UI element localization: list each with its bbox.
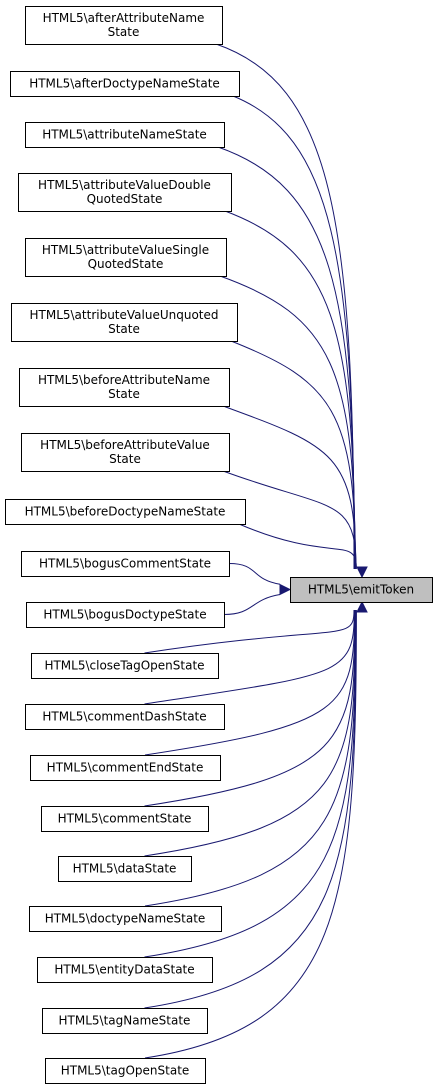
edge-attributeValueUnquotedState-to-emitToken: [230, 340, 356, 570]
node-dataState[interactable]: HTML5\dataState: [58, 856, 192, 882]
node-bogusDoctypeState[interactable]: HTML5\bogusDoctypeState: [26, 602, 225, 628]
node-caller__9-label-line-1: HTML5\bogusCommentState: [39, 557, 211, 571]
edge-beforeAttributeNameState-to-emitToken: [222, 405, 357, 570]
node-entityDataState[interactable]: HTML5\entityDataState: [37, 957, 213, 983]
node-caller__1-box: [10, 71, 240, 97]
node-caller__7-label-line-1: HTML5\beforeAttributeValue: [40, 438, 210, 452]
node-caller__13-label-line-1: HTML5\commentEndState: [47, 761, 204, 775]
node-caller__4-box: [25, 238, 227, 277]
arrowhead-left-icon: [279, 583, 292, 596]
node-caller__6-label-line-2: State: [108, 387, 140, 401]
node-caller__7-label-line-2: State: [109, 452, 141, 466]
node-caller__5-label-line-2: State: [108, 322, 140, 336]
edge-commentState-to-emitToken: [144, 609, 356, 807]
node-emitToken-label-line-1: HTML5\emitToken: [308, 583, 414, 597]
node-caller__19-box: [45, 1058, 206, 1084]
edge-bogusDoctypeState-to-emitToken: [223, 594, 281, 615]
node-emitToken[interactable]: HTML5\emitToken: [290, 577, 433, 603]
node-caller__18-label-line-1: HTML5\tagNameState: [59, 1014, 191, 1028]
node-caller__14-label-line-1: HTML5\commentState: [58, 812, 192, 826]
node-emitToken-box: [290, 577, 433, 603]
node-caller__8-label-line-1: HTML5\beforeDoctypeNameState: [25, 505, 226, 519]
node-caller__6-box: [19, 368, 230, 407]
edge-beforeAttributeValueState-to-emitToken: [222, 470, 357, 570]
node-caller__4-label-line-1: HTML5\attributeValueSingle: [42, 243, 209, 257]
edge-attributeValueDoubleQuotedState-to-emitToken: [224, 210, 356, 570]
node-caller__2-box: [25, 122, 225, 148]
node-caller__10-label-line-1: HTML5\bogusDoctypeState: [43, 608, 206, 622]
node-caller__17-label-line-1: HTML5\entityDataState: [54, 963, 194, 977]
edge-dataState-to-emitToken: [144, 609, 356, 857]
node-attributeNameState[interactable]: HTML5\attributeNameState: [25, 122, 225, 148]
node-caller__6-label-line-1: HTML5\beforeAttributeName: [38, 373, 210, 387]
edge-closeTagOpenState-to-emitToken: [144, 609, 355, 654]
node-caller__17-box: [37, 957, 213, 983]
node-caller__12-box: [25, 704, 225, 730]
node-caller__13-box: [30, 755, 221, 781]
edge-tagNameState-to-emitToken: [144, 609, 357, 1009]
node-caller__3-label-line-2: QuotedState: [87, 192, 163, 206]
node-caller__12-label-line-1: HTML5\commentDashState: [42, 710, 206, 724]
node-beforeDoctypeNameState[interactable]: HTML5\beforeDoctypeNameState: [5, 499, 246, 525]
node-caller__7-box: [21, 433, 230, 472]
node-caller__18-box: [42, 1008, 208, 1034]
node-caller__9-box: [21, 551, 230, 577]
arrowhead-top-icon: [356, 566, 368, 579]
node-caller__15-box: [58, 856, 192, 882]
node-commentEndState[interactable]: HTML5\commentEndState: [30, 755, 221, 781]
node-caller__5-label-line-1: HTML5\attributeValueUnquoted: [29, 308, 218, 322]
node-caller__11-box: [31, 653, 219, 679]
node-caller__16-label-line-1: HTML5\doctypeNameState: [45, 912, 206, 926]
node-caller__0-box: [25, 6, 223, 45]
edge-bogusCommentState-to-emitToken: [228, 563, 281, 585]
node-caller__14-box: [41, 806, 209, 832]
node-caller__4-label-line-2: QuotedState: [88, 257, 164, 271]
node-commentState[interactable]: HTML5\commentState: [41, 806, 209, 832]
node-tagOpenState[interactable]: HTML5\tagOpenState: [45, 1058, 206, 1084]
edges: [144, 43, 368, 1059]
node-caller__19-label-line-1: HTML5\tagOpenState: [61, 1064, 190, 1078]
node-closeTagOpenState[interactable]: HTML5\closeTagOpenState: [31, 653, 219, 679]
node-doctypeNameState[interactable]: HTML5\doctypeNameState: [29, 906, 222, 932]
node-afterDoctypeNameState[interactable]: HTML5\afterDoctypeNameState: [10, 71, 240, 97]
node-caller__5-box: [11, 303, 238, 342]
node-caller__16-box: [29, 906, 222, 932]
node-caller__11-label-line-1: HTML5\closeTagOpenState: [44, 659, 204, 673]
edge-commentDashState-to-emitToken: [144, 609, 355, 705]
node-caller__0-label-line-2: State: [108, 25, 140, 39]
node-tagNameState[interactable]: HTML5\tagNameState: [42, 1008, 208, 1034]
node-caller__3-box: [18, 173, 232, 212]
edge-attributeValueSingleQuotedState-to-emitToken: [219, 275, 356, 570]
node-commentDashState[interactable]: HTML5\commentDashState: [25, 704, 225, 730]
node-caller__3-label-line-1: HTML5\attributeValueDouble: [38, 178, 211, 192]
arrowhead-bottom-icon: [356, 600, 368, 613]
node-caller__1-label-line-1: HTML5\afterDoctypeNameState: [29, 77, 220, 91]
node-bogusCommentState[interactable]: HTML5\bogusCommentState: [21, 551, 230, 577]
node-caller__0-label-line-1: HTML5\afterAttributeName: [43, 11, 205, 25]
edge-commentEndState-to-emitToken: [144, 609, 356, 756]
node-caller__10-box: [26, 602, 225, 628]
edge-entityDataState-to-emitToken: [144, 609, 357, 958]
edge-beforeDoctypeNameState-to-emitToken: [238, 523, 357, 570]
nodes: HTML5\afterAttributeNameStateHTML5\after…: [5, 6, 433, 1084]
node-caller__8-box: [5, 499, 246, 525]
node-caller__2-label-line-1: HTML5\attributeNameState: [42, 128, 207, 142]
node-caller__15-label-line-1: HTML5\dataState: [73, 862, 177, 876]
edge-doctypeNameState-to-emitToken: [144, 609, 356, 907]
edge-tagOpenState-to-emitToken: [144, 609, 357, 1059]
